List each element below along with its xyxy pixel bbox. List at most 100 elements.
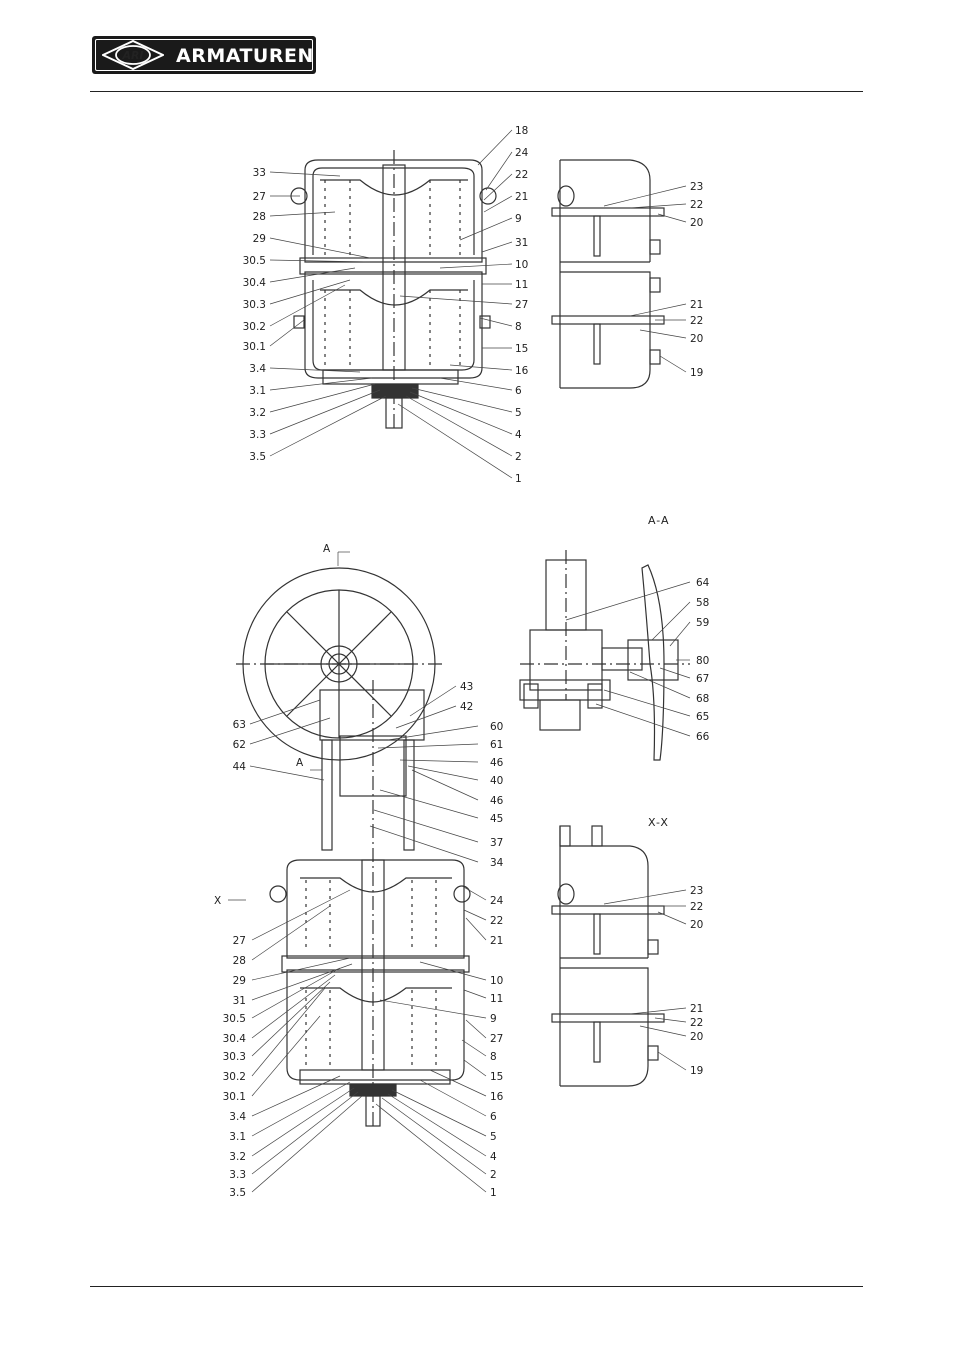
callouts-top-right: 23 22 20 21 22 20 19	[690, 181, 703, 379]
callout: 31	[515, 237, 528, 249]
callout: 22	[515, 169, 528, 181]
callout: 16	[490, 1091, 504, 1103]
callouts-handwheel: A A 63 62 44 43 42 60 61 46 40 46 45 37 …	[233, 543, 504, 869]
callout: 27	[233, 935, 246, 947]
callout: 3.4	[249, 363, 266, 375]
callout: 9	[515, 213, 522, 225]
callout: 19	[690, 1065, 703, 1077]
callout: 10	[515, 259, 528, 271]
callout: 10	[490, 975, 503, 987]
leader-lines	[228, 129, 691, 1193]
callout: 66	[696, 731, 710, 743]
callout: 34	[490, 857, 504, 869]
callout: 30.4	[243, 277, 267, 289]
callout: 20	[690, 217, 703, 229]
callout: 3.3	[229, 1169, 246, 1181]
section-x-x-title: X-X	[648, 816, 669, 829]
callout: 27	[490, 1033, 503, 1045]
callout: 22	[690, 315, 703, 327]
callout: 23	[690, 885, 703, 897]
callout: 29	[253, 233, 266, 245]
callout: 30.2	[223, 1071, 246, 1083]
callout: 27	[515, 299, 528, 311]
callout: 64	[696, 577, 710, 589]
header-rule	[90, 91, 863, 92]
callout: 30.1	[223, 1091, 246, 1103]
callout: 22	[690, 1017, 703, 1029]
ari-diamond-emblem-icon: ARI	[102, 40, 164, 70]
callout: 28	[253, 211, 266, 223]
callout: 24	[490, 895, 504, 907]
callout: 3.2	[249, 407, 266, 419]
ari-armaturen-logo: ARI ARMATUREN	[92, 36, 316, 74]
callout: 65	[696, 711, 709, 723]
callout: 29	[233, 975, 246, 987]
callout: 3.5	[249, 451, 266, 463]
callout: 8	[515, 321, 522, 333]
callout: 20	[690, 1031, 703, 1043]
callout: 6	[515, 385, 522, 397]
callout: 2	[490, 1169, 497, 1181]
callout: 1	[515, 473, 522, 485]
actuator-side-view	[551, 159, 665, 389]
callout: 40	[490, 775, 503, 787]
section-a-a-title: A-A	[648, 514, 670, 527]
callout: 4	[490, 1151, 497, 1163]
callout: 3.1	[229, 1131, 246, 1143]
callout: 22	[490, 915, 503, 927]
callout: 5	[515, 407, 522, 419]
logo-frame	[95, 39, 313, 71]
callout: 46	[490, 757, 504, 769]
callouts-section-a-a: A-A 64 58 59 80 67 68 65 66	[648, 514, 710, 743]
callout: 42	[460, 701, 473, 713]
callout: 58	[696, 597, 709, 609]
callout: 11	[490, 993, 503, 1005]
callout: 16	[515, 365, 529, 377]
callout: 30.3	[243, 299, 266, 311]
callout: 3.2	[229, 1151, 246, 1163]
callout: 20	[690, 333, 703, 345]
callout: 68	[696, 693, 709, 705]
callouts-bottom-left: X 27 28 29 31 30.5 30.4 30.3 30.2 30.1 3…	[214, 895, 504, 1199]
callout: 30.4	[223, 1033, 247, 1045]
callout: 27	[253, 191, 266, 203]
callout: 3.1	[249, 385, 266, 397]
callout: 21	[515, 191, 528, 203]
callout: 2	[515, 451, 522, 463]
callout: 63	[233, 719, 246, 731]
logo-badge-text: ARI	[121, 49, 143, 62]
callout: 6	[490, 1111, 497, 1123]
callouts-section-x-x: X-X 23 22 20 21 22 20 19	[648, 816, 703, 1077]
callout: 23	[690, 181, 703, 193]
callout: 33	[253, 167, 266, 179]
callout: 43	[460, 681, 473, 693]
callout: 44	[233, 761, 247, 773]
callout: 22	[690, 199, 703, 211]
callout: 3.5	[229, 1187, 246, 1199]
callout: 30.5	[223, 1013, 246, 1025]
callout: 1	[490, 1187, 497, 1199]
callout: 8	[490, 1051, 497, 1063]
callout: 67	[696, 673, 709, 685]
callout: 80	[696, 655, 709, 667]
section-x-x-view	[551, 825, 665, 1087]
callout: 30.1	[243, 341, 266, 353]
callout: 24	[515, 147, 529, 159]
callout: 21	[690, 299, 703, 311]
callout: 3.4	[229, 1111, 246, 1123]
callout: 11	[515, 279, 528, 291]
callout: 59	[696, 617, 709, 629]
callout: 21	[690, 1003, 703, 1015]
actuator-top-view	[290, 150, 497, 430]
section-mark-a: A	[296, 757, 304, 769]
callout: 37	[490, 837, 503, 849]
callout: 30.3	[223, 1051, 246, 1063]
handwheel-actuator-view	[236, 567, 471, 1130]
callout: 45	[490, 813, 503, 825]
callout: 60	[490, 721, 503, 733]
callout: 15	[490, 1071, 503, 1083]
callout: 5	[490, 1131, 497, 1143]
section-mark-a: A	[323, 543, 331, 555]
callout: 30.2	[243, 321, 266, 333]
